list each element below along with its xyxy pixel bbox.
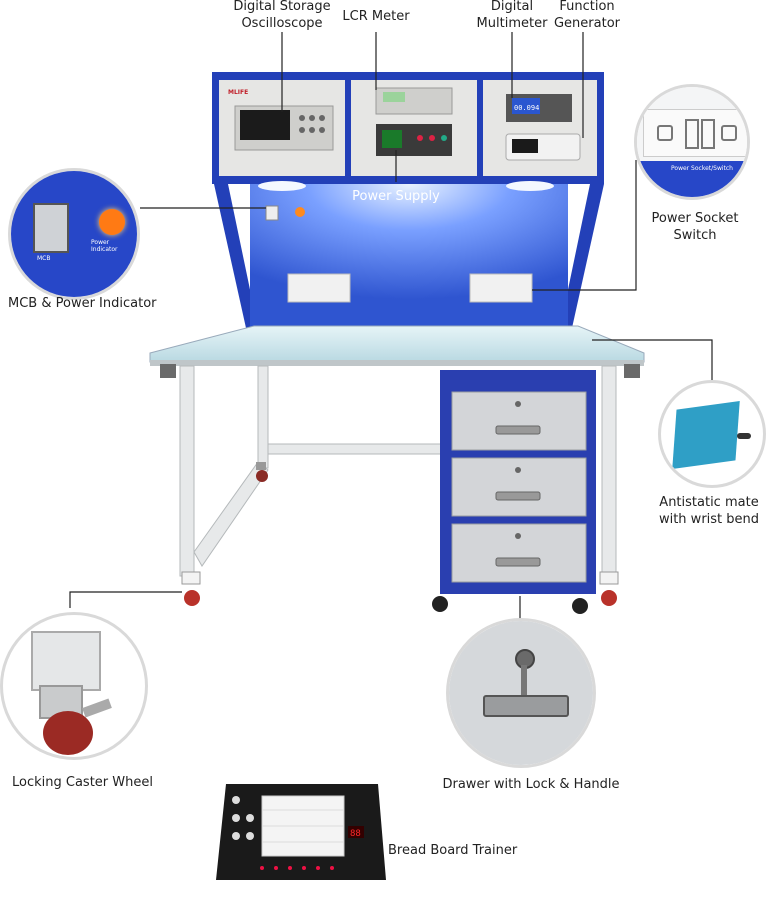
caster-wheel-inset: [0, 612, 148, 760]
label-breadboard: Bread Board Trainer: [388, 843, 518, 858]
instrument-rack: MLIFE 00.094: [212, 72, 604, 184]
socket-switch-plate: [643, 109, 747, 157]
label-lcr-meter: LCR Meter: [342, 9, 410, 24]
label-power-supply: Power Supply: [352, 189, 440, 204]
power-socket-inset: Power Socket/Switch: [634, 84, 750, 200]
breadboard-trainer: 88: [216, 784, 386, 880]
wrist-strap-icon: [737, 433, 751, 439]
multimeter-display: 00.094: [514, 104, 539, 112]
mcb-switch: [33, 203, 69, 253]
drawer-cabinet: [432, 370, 596, 614]
lock-lever-icon: [82, 698, 112, 718]
leader-lines: [69, 32, 713, 640]
breadboard-7seg: 88: [350, 829, 361, 839]
label-drawer-lock: Drawer with Lock & Handle: [442, 777, 620, 792]
table-top: [149, 325, 645, 363]
mcb-tag: MCB: [37, 255, 51, 262]
caster-wheel-icon: [43, 711, 93, 755]
label-caster-wheel: Locking Caster Wheel: [12, 775, 153, 790]
socket-board-left: [287, 273, 351, 303]
socket-board-right: [469, 273, 533, 303]
brand-logo: MLIFE: [228, 89, 248, 96]
antistatic-mat-shape: [672, 400, 740, 470]
label-mcb-power-indicator: MCB & Power Indicator: [8, 296, 157, 311]
power-socket-tag: Power Socket/Switch: [671, 165, 733, 172]
drawer-handle-icon: [483, 695, 569, 717]
power-indicator-lamp: [99, 209, 125, 235]
antistatic-mat-inset: [658, 380, 766, 488]
backboard: [250, 184, 568, 328]
power-indicator-tag: Power Indicator: [91, 239, 118, 253]
drawer-lock-inset: [446, 618, 596, 768]
mcb-inset: MCB Power Indicator: [8, 168, 140, 300]
